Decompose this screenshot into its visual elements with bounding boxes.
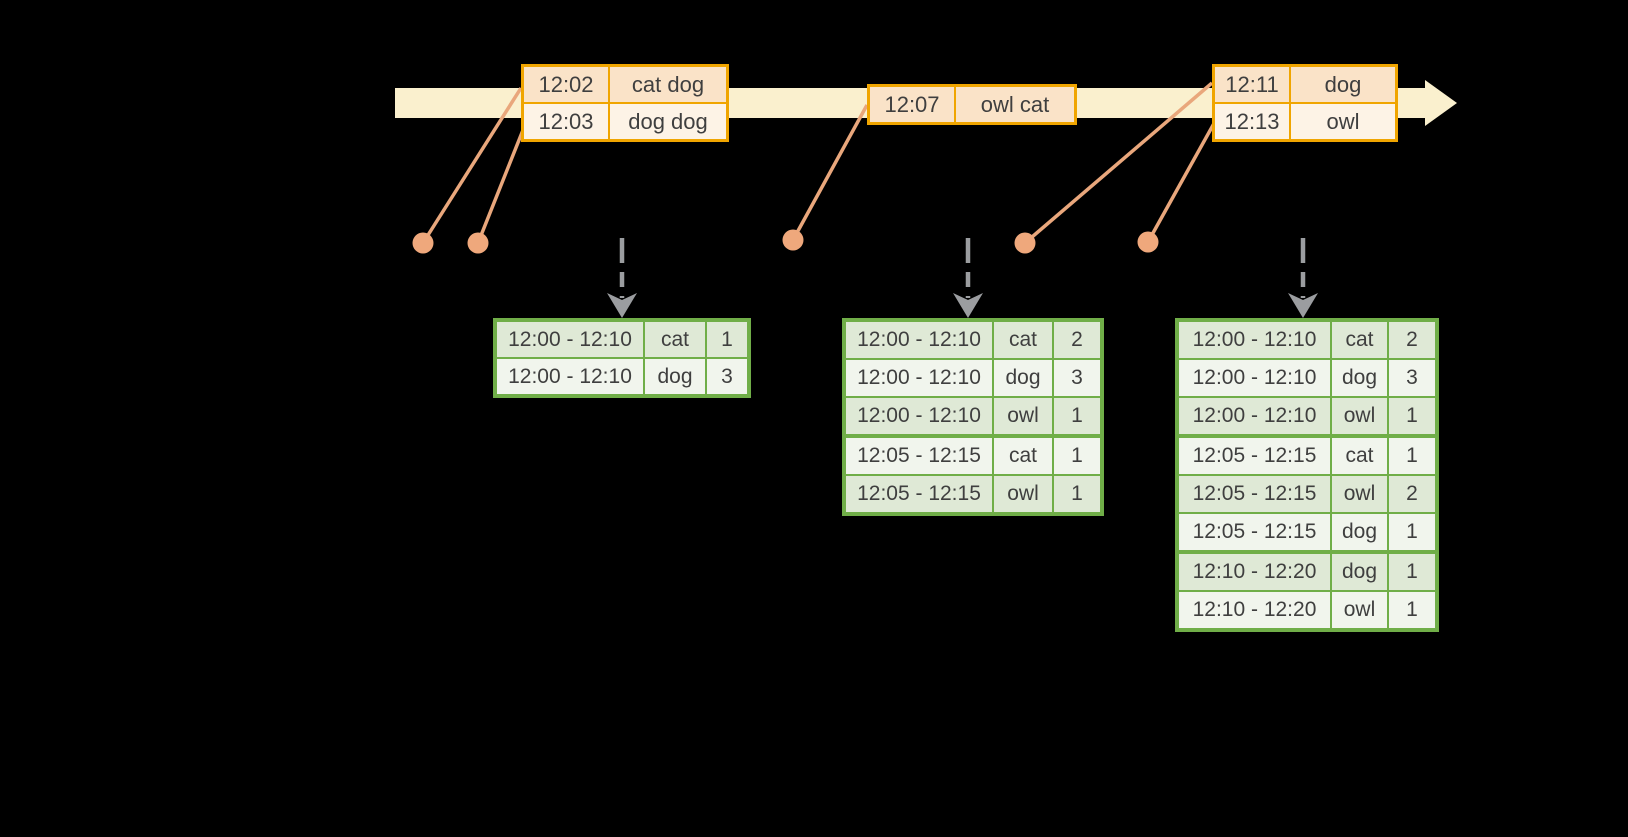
window-cell: 12:00 - 12:10 [497,322,643,357]
count-cell: 2 [1054,322,1100,358]
event-dot [467,232,489,254]
connector-line [791,104,869,241]
window-cell: 12:00 - 12:10 [1179,398,1330,434]
trigger-arrow-icon [953,238,983,318]
word-cell: owl [1332,592,1387,628]
count-cell: 2 [1389,476,1435,512]
connector-line [476,119,529,244]
window-cell: 12:10 - 12:20 [1179,554,1330,590]
connector-line [421,87,523,244]
window-cell: 12:00 - 12:10 [1179,360,1330,396]
word-cell: cat [994,322,1052,358]
word-cell: owl [994,476,1052,512]
word-cell: cat [1332,438,1387,474]
connector-line [1023,81,1214,245]
event-dot [782,229,804,251]
time-cell: 12:13 [1215,104,1289,139]
time-cell: 12:03 [524,104,608,139]
window-cell: 12:00 - 12:10 [497,359,643,394]
window-cell: 12:10 - 12:20 [1179,592,1330,628]
window-cell: 12:00 - 12:10 [846,360,992,396]
words-cell: dog dog [610,104,726,139]
window-cell: 12:00 - 12:10 [846,322,992,358]
time-cell: 12:02 [524,67,608,102]
count-cell: 1 [1389,592,1435,628]
trigger-arrows [607,238,1318,318]
word-cell: dog [994,360,1052,396]
word-cell: cat [994,438,1052,474]
count-cell: 1 [1389,554,1435,590]
word-cell: cat [645,322,705,357]
window-cell: 12:00 - 12:10 [846,398,992,434]
count-cell: 1 [1389,438,1435,474]
words-cell: owl cat [956,87,1074,122]
word-cell: dog [1332,514,1387,550]
window-cell: 12:05 - 12:15 [1179,476,1330,512]
connector-line [1146,117,1219,243]
count-cell: 1 [1054,438,1100,474]
word-cell: cat [1332,322,1387,358]
word-cell: dog [1332,360,1387,396]
count-cell: 1 [1054,398,1100,434]
count-cell: 3 [1054,360,1100,396]
word-cell: owl [1332,476,1387,512]
count-cell: 1 [707,322,747,357]
words-cell: owl [1291,104,1395,139]
window-cell: 12:05 - 12:15 [846,476,992,512]
window-cell: 12:05 - 12:15 [846,438,992,474]
word-cell: dog [1332,554,1387,590]
window-cell: 12:05 - 12:15 [1179,514,1330,550]
trigger-arrow-icon [607,238,637,318]
word-cell: owl [994,398,1052,434]
time-cell: 12:07 [870,87,954,122]
count-cell: 1 [1389,398,1435,434]
timeline-arrowhead-icon [1425,80,1457,126]
word-cell: owl [1332,398,1387,434]
words-cell: cat dog [610,67,726,102]
time-cell: 12:11 [1215,67,1289,102]
count-cell: 1 [1389,514,1435,550]
count-cell: 3 [707,359,747,394]
words-cell: dog [1291,67,1395,102]
event-dot [412,232,434,254]
window-cell: 12:00 - 12:10 [1179,322,1330,358]
event-connectors [421,81,1219,245]
count-cell: 2 [1389,322,1435,358]
event-dot [1137,231,1159,253]
count-cell: 1 [1054,476,1100,512]
window-cell: 12:05 - 12:15 [1179,438,1330,474]
count-cell: 3 [1389,360,1435,396]
event-dot [1014,232,1036,254]
trigger-arrow-icon [1288,238,1318,318]
word-cell: dog [645,359,705,394]
event-dots [412,229,1159,254]
